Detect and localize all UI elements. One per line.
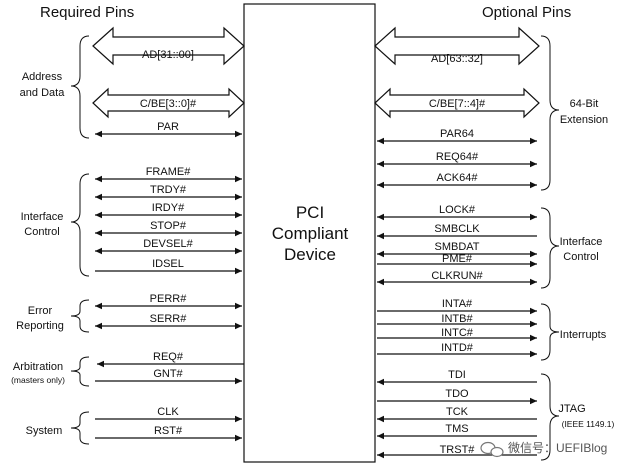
left-ad-bus-arrow <box>92 26 245 66</box>
right-intb-label: INTB# <box>441 313 473 325</box>
group-interrupts: Interrupts <box>560 329 607 341</box>
left-devsel-label: DEVSEL# <box>143 238 193 250</box>
right-smbclk-label: SMBCLK <box>434 223 480 235</box>
group-jtag: JTAG <box>558 403 585 415</box>
right-intc-label: INTC# <box>441 327 474 339</box>
group-system: System <box>26 425 63 437</box>
right-req64-label: REQ64# <box>436 151 479 163</box>
right-intd-label: INTD# <box>441 342 474 354</box>
right-tms-label: TMS <box>445 423 468 435</box>
left-par-label: PAR <box>157 121 179 133</box>
watermark-text: 微信号：UEFIBlog <box>508 441 607 455</box>
header-optional-pins: Optional Pins <box>482 4 571 21</box>
right-signals: PAR64 REQ64# ACK64# LOCK# SMBCLK SMBDAT … <box>377 128 537 459</box>
brace-interrupts <box>540 303 560 361</box>
right-cbe-label: C/BE[7::4]# <box>429 98 486 110</box>
watermark: 微信号：UEFIBlog <box>480 441 607 458</box>
right-inta-label: INTA# <box>442 298 473 310</box>
brace-address-data <box>70 35 90 139</box>
group-arbitration-note: (masters only) <box>11 375 65 385</box>
left-stop-label: STOP# <box>150 220 187 232</box>
left-cbe-label: C/BE[3::0]# <box>140 98 197 110</box>
left-trdy-label: TRDY# <box>150 184 187 196</box>
pci-device-box <box>243 3 376 463</box>
right-clkrun-label: CLKRUN# <box>431 270 483 282</box>
right-lock-label: LOCK# <box>439 204 476 216</box>
right-smbdat-label: SMBDAT <box>434 241 479 253</box>
brace-interface-control-right <box>540 207 560 289</box>
left-signals: PAR FRAME# TRDY# IRDY# STOP# DEVSEL# IDS… <box>95 121 244 442</box>
group-extension-line1: 64-Bit <box>570 98 599 110</box>
device-label-line3: Device <box>284 245 336 264</box>
left-clk-label: CLK <box>157 406 179 418</box>
right-tdi-label: TDI <box>448 369 466 381</box>
left-serr-label: SERR# <box>150 313 188 325</box>
right-trst-label: TRST# <box>440 444 476 456</box>
right-ad-bus-arrow <box>374 26 540 66</box>
right-tdo-label: TDO <box>445 388 469 400</box>
brace-error-reporting <box>70 299 90 333</box>
right-ad-label: AD[63::32] <box>431 53 483 65</box>
group-interface-control-left-line1: Interface <box>21 211 64 223</box>
group-interface-control-right-line1: Interface <box>560 236 603 248</box>
brace-arbitration <box>70 356 90 387</box>
brace-jtag <box>540 373 560 461</box>
left-frame-label: FRAME# <box>146 166 192 178</box>
right-par64-label: PAR64 <box>440 128 474 140</box>
group-extension-line2: Extension <box>560 114 608 126</box>
left-idsel-label: IDSEL <box>152 258 184 270</box>
left-gnt-label: GNT# <box>153 368 183 380</box>
header-required-pins: Required Pins <box>40 4 134 21</box>
group-error-reporting-line1: Error <box>28 305 53 317</box>
group-error-reporting-line2: Reporting <box>16 320 64 332</box>
left-cbe-bus-arrow <box>92 87 245 119</box>
brace-interface-control-left <box>70 173 90 277</box>
right-tck-label: TCK <box>446 406 469 418</box>
left-braces <box>70 35 90 445</box>
group-interface-control-left-line2: Control <box>24 226 59 238</box>
device-label-line1: PCI <box>296 203 324 222</box>
group-arbitration: Arbitration <box>13 361 63 373</box>
right-braces <box>540 35 560 461</box>
brace-system <box>70 411 90 445</box>
right-ack64-label: ACK64# <box>437 172 479 184</box>
left-rst-label: RST# <box>154 425 183 437</box>
group-jtag-note: (IEEE 1149.1) <box>562 419 615 429</box>
device-label-line2: Compliant <box>272 224 349 243</box>
left-irdy-label: IRDY# <box>152 202 185 214</box>
group-address-data-line2: and Data <box>20 87 66 99</box>
group-address-data-line1: Address <box>22 71 63 83</box>
left-perr-label: PERR# <box>150 293 188 305</box>
group-interface-control-right-line2: Control <box>563 251 598 263</box>
chat-bubble-icon <box>480 441 504 458</box>
right-pme-label: PME# <box>442 253 473 265</box>
brace-64bit-extension <box>540 35 560 191</box>
right-cbe-bus-arrow <box>374 87 540 119</box>
left-ad-label: AD[31::00] <box>142 49 194 61</box>
left-req-label: REQ# <box>153 351 184 363</box>
